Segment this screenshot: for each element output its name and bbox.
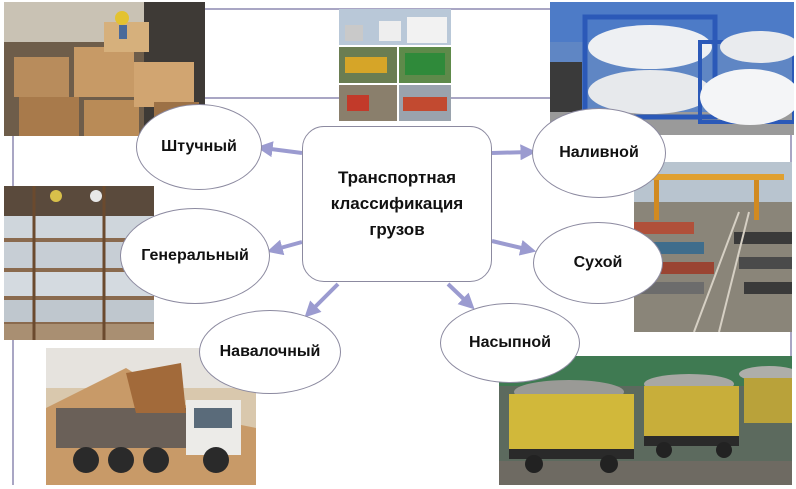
arrow-to-dry (491, 239, 537, 256)
arrow-to-bulk-dumped (304, 282, 340, 318)
category-dry: Сухой (533, 222, 663, 304)
category-bulk-dumped-label: Навалочный (219, 343, 321, 360)
category-liquid: Наливной (532, 108, 666, 198)
arrow-to-bulk-poured (446, 282, 475, 310)
category-dry-label: Сухой (573, 254, 623, 271)
truck-collage-photo (339, 9, 451, 121)
center-classification-box: Транспортная классификация грузов (302, 126, 492, 282)
category-piece-label: Штучный (161, 138, 237, 155)
category-piece: Штучный (136, 104, 262, 190)
arrow-to-general (266, 239, 303, 256)
arrow-to-piece (256, 141, 303, 158)
category-general: Генеральный (120, 208, 270, 304)
tank-containers-photo (550, 2, 794, 135)
category-liquid-label: Наливной (559, 144, 639, 161)
arrow-to-liquid (491, 144, 537, 161)
category-bulk-poured: Насыпной (440, 303, 580, 383)
hopper-wagons-photo (499, 356, 792, 485)
center-title: Транспортная классификация грузов (330, 168, 464, 239)
category-general-label: Генеральный (141, 247, 249, 264)
category-bulk-dumped: Навалочный (199, 310, 341, 394)
category-bulk-poured-label: Насыпной (469, 334, 551, 351)
